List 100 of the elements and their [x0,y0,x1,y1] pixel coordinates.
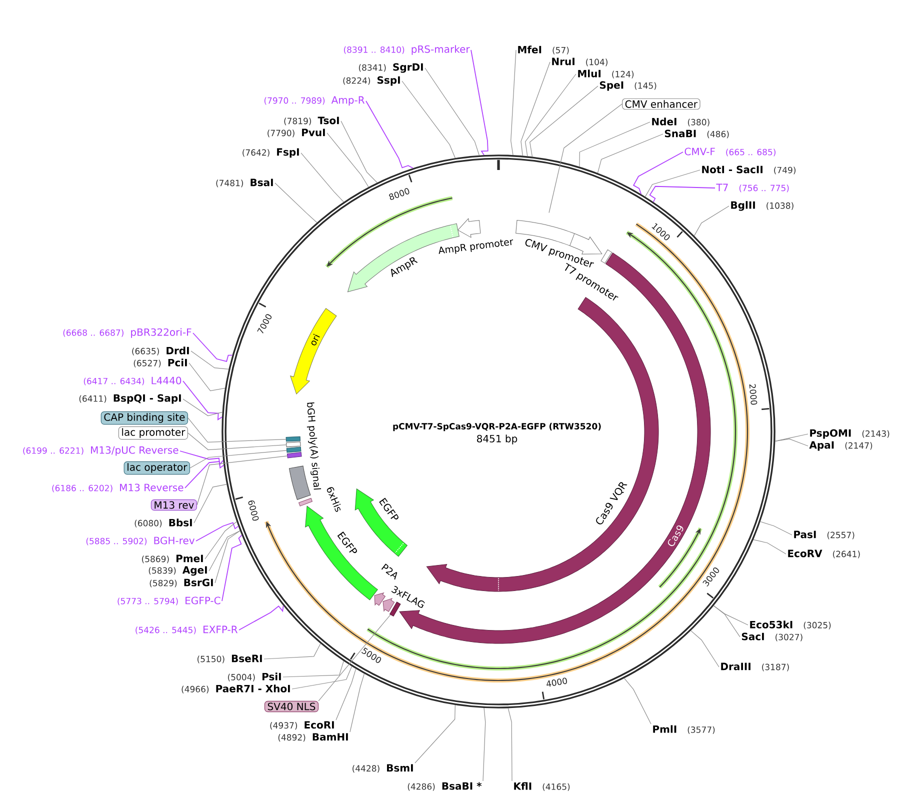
site-label: (5869) PmeI [142,554,203,564]
site-label: (7642) FspI [242,148,299,158]
primer-label: CMV-F (665 .. 685) [684,148,776,156]
site-label: (6527) PciI [134,358,187,368]
site-label: SnaBI (486) [664,130,729,138]
node-label: bGH poly(A) signal [306,402,322,490]
site-label: (4428) BsmI [352,764,413,773]
leader-line [318,614,391,702]
leader-line [192,332,233,362]
feature-tag: M13 rev [150,499,197,511]
leader-line [190,350,229,370]
primer-label: (6668 .. 6687) pBR322ori-F [63,328,192,338]
feature-box: bGH poly(A) signal [288,402,322,500]
leader-line [300,152,344,202]
primer-label: (7970 .. 7989) Amp-R [264,96,365,106]
leader-line [196,522,239,542]
site-label: PasI (2557) [794,530,854,540]
primer-label: (5885 .. 5902) BGH-rev [86,536,195,546]
leader-line [524,74,576,156]
leader-line [188,418,286,442]
feature-tag: SV40 NLS [264,700,319,712]
leader-line [238,605,284,630]
site-label: EcoRV (2641) [788,550,860,558]
leader-line [194,484,227,524]
leader-line [632,152,684,195]
feature-band: ori [290,308,337,394]
site-label: (4286) BsaBI * [408,782,482,791]
leader-line [579,122,650,167]
site-label: (7790) PvuI [268,128,325,138]
leader-line [326,132,369,188]
site-label: (7819) TsoI [284,116,339,126]
site-label: MfeI (57) [518,46,569,54]
site-label: (6080) BbsI [134,518,192,528]
primer-label: (5426 .. 5445) EXFP-R [136,626,238,634]
feature-tag: lac operator [124,461,190,475]
site-label: (5004) PsiI [228,672,281,682]
site-label: PmlI (3577) [653,725,715,734]
leader-line [690,630,720,668]
leader-line [774,438,808,446]
leader-line [753,539,786,554]
site-label: (6411) BspQI - SapI [79,394,181,404]
feature-tag: CMV enhancer [622,98,700,110]
site-label: (6635) DrdI [132,346,189,356]
leader-line [597,134,664,174]
site-label: Eco53kI (3025) [750,620,831,630]
site-label: ApaI (2147) [809,441,872,451]
primer-label: (5773 .. 5794) EGFP-C [118,596,220,606]
leader-line [694,206,730,236]
primer-label: (6417 .. 6434) L4440 [84,376,182,386]
site-label: BglII (1038) [731,201,794,211]
leader-line [282,660,344,678]
site-label: KflI (4165) [514,782,570,791]
site-label: PspOMI (2143) [810,429,890,439]
leader-line [208,530,240,572]
leader-line [530,86,598,157]
leader-line [184,461,224,488]
feature-mark [286,442,301,448]
primer-label: T7 (756 .. 775) [716,184,789,192]
leader-line [336,668,356,720]
feature-mark [286,436,300,442]
leader-line [188,362,226,392]
primer-label: (6199 .. 6221) M13/pUC Reverse [23,446,178,456]
site-label: (5150) BseRI [198,654,262,664]
site-label: (5839) AgeI [148,566,207,576]
site-label: NruI (104) [552,58,608,66]
leader-line [340,120,378,183]
leader-line [366,100,414,169]
leader-line [482,708,486,782]
leader-line [196,456,288,506]
leader-line [624,678,652,724]
leader-line [510,50,516,156]
feature-tag: CAP binding site [100,411,188,425]
site-label: (5829) BsrGI [150,578,213,588]
primer-label: (8391 .. 8410) pRS-marker [344,45,470,55]
site-label: (8341) SgrDI [358,63,423,73]
site-label: NotI - SacII (749) [702,166,796,174]
leader-line [760,521,792,536]
leader-line [649,186,716,202]
site-label: NdeI (380) [652,118,710,126]
ruler-number: 4000 [546,678,567,687]
leader-line [292,666,352,690]
primer-label: (6186 .. 6202) M13 Reverse [52,484,184,492]
leader-line [713,605,740,638]
feature-tag: lac promoter [118,426,188,440]
leader-line [264,643,321,660]
site-label: SpeI (145) [600,81,656,91]
leader-line [713,605,748,626]
leader-line [182,380,222,421]
leader-line [274,182,318,223]
site-label: MluI (124) [578,70,634,78]
site-label: (7481) BsaI [216,178,273,188]
leader-line [182,398,223,416]
site-label: (4892) BamHI [278,733,348,742]
node-label: P2A [381,564,398,580]
leader-line [508,708,512,782]
leader-line [520,62,550,156]
site-label: (4937) EcoRI [270,721,334,730]
leader-line [470,50,488,156]
leader-line [424,68,480,156]
leader-line [548,104,622,214]
